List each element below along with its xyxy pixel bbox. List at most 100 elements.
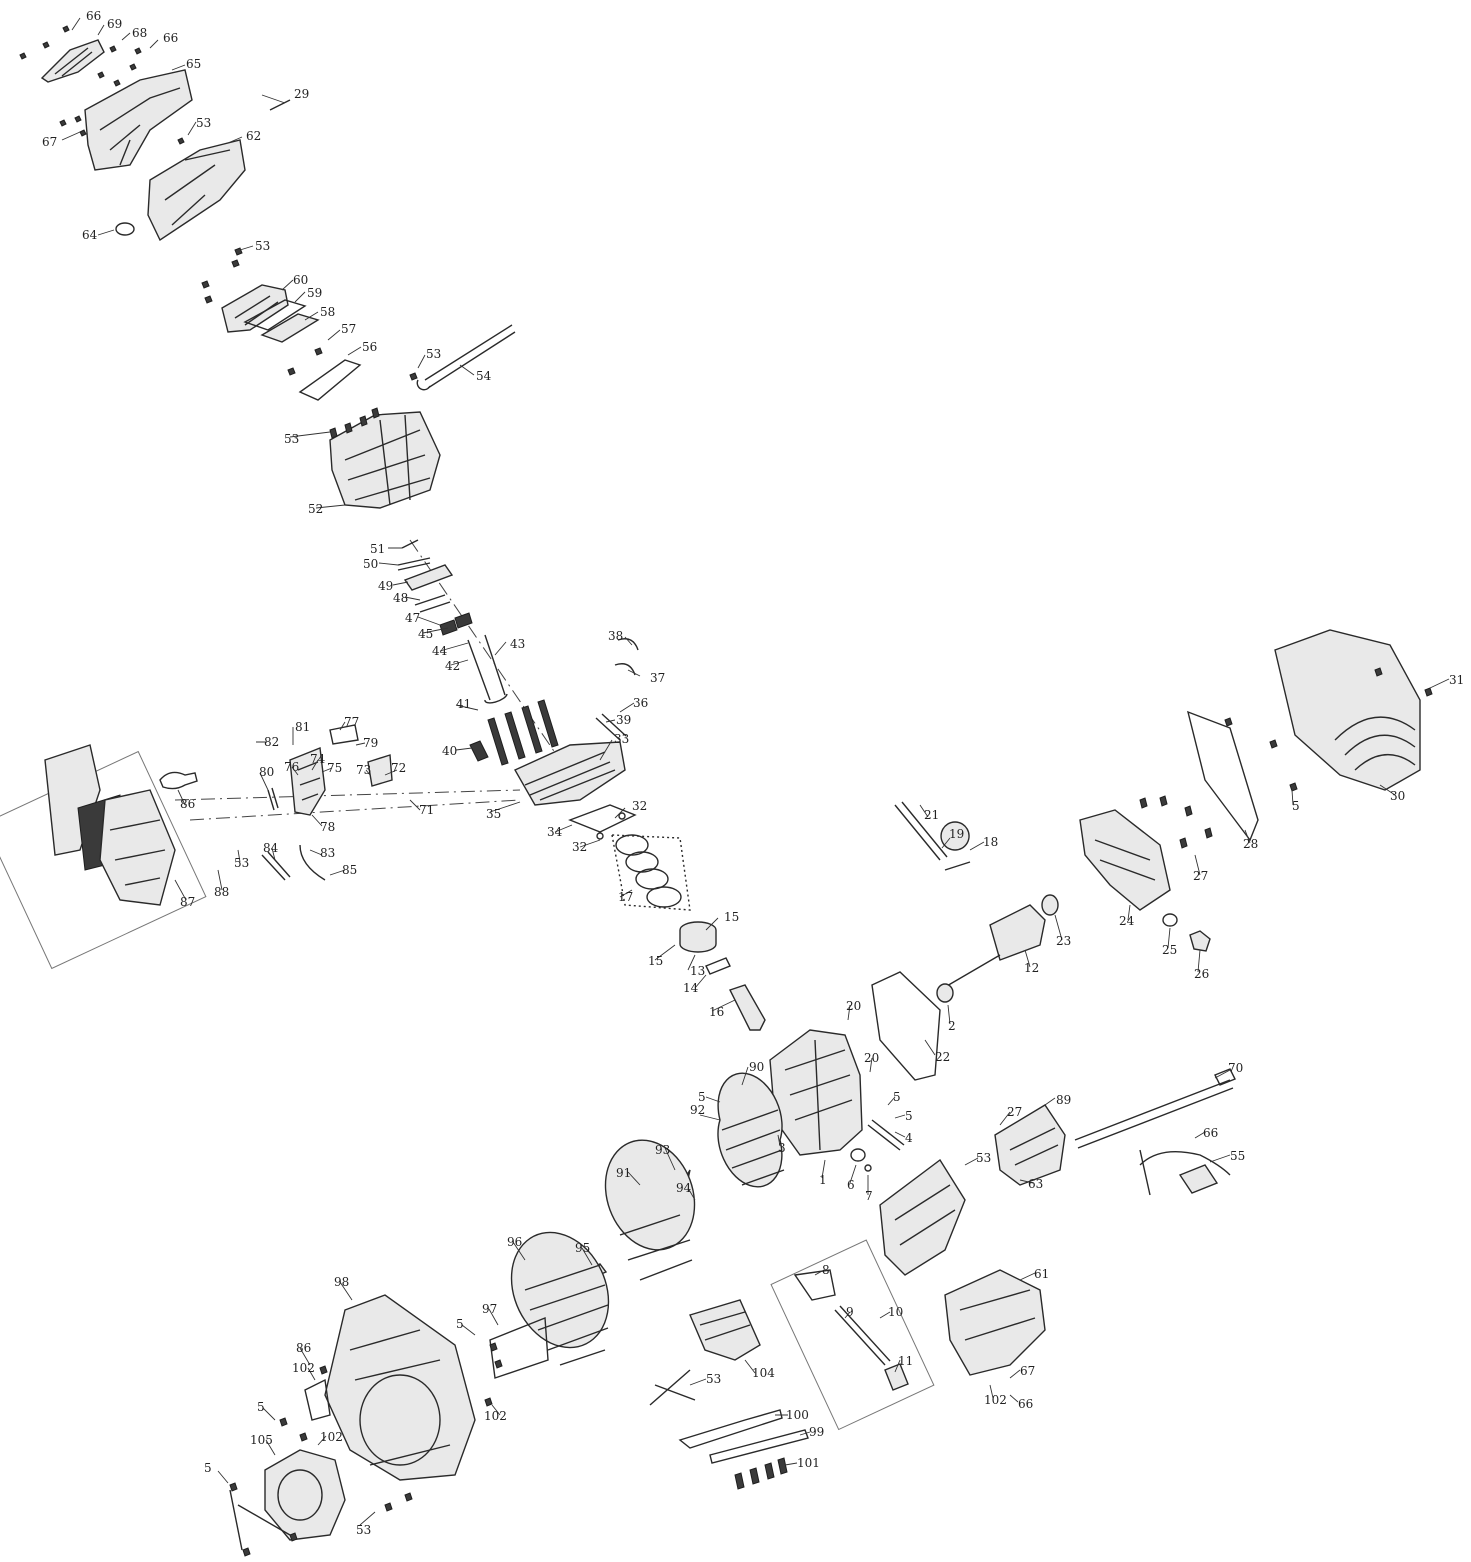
callout-58: 78 (320, 820, 335, 834)
part-74-carburetor (289, 747, 326, 816)
callout-86: 5 (905, 1109, 913, 1123)
callout-77: 19 (949, 827, 964, 841)
callout-100: 70 (1228, 1061, 1243, 1075)
callout-97: 27 (1007, 1105, 1022, 1119)
flywheel-group (489, 1072, 785, 1379)
callout-44: 13 (690, 964, 705, 978)
callout-117: 53 (706, 1372, 721, 1386)
callout-36: 33 (614, 732, 629, 746)
part-37-38-clips (614, 638, 639, 676)
intake-group (0, 724, 393, 970)
part-100-plate (678, 1409, 783, 1449)
callout-113: 102 (984, 1393, 1007, 1407)
cylinder-head-group (514, 741, 637, 840)
callout-60: 53 (234, 856, 249, 870)
part-55-ignition-wire (1139, 1150, 1231, 1176)
callout-56: 80 (259, 765, 274, 779)
part-8-bracket (793, 1269, 836, 1301)
callout-7: 29 (294, 87, 309, 101)
callout-40: 32 (572, 840, 587, 854)
callout-128: 53 (356, 1523, 371, 1537)
callout-4: 66 (163, 31, 178, 45)
part-69-guard (40, 39, 105, 83)
callout-17: 53 (426, 347, 441, 361)
callout-47: 81 (295, 720, 310, 734)
callout-33: 37 (650, 671, 665, 685)
callout-111: 11 (898, 1354, 913, 1368)
callout-68: 5 (1292, 799, 1300, 813)
callout-121: 86 (296, 1341, 311, 1355)
part-17-ring-3 (635, 868, 669, 890)
callout-75: 12 (1024, 961, 1039, 975)
callout-90: 6 (847, 1178, 855, 1192)
part-84-rod (261, 851, 291, 881)
callout-19: 53 (284, 432, 299, 446)
part-30-muffler (1274, 629, 1421, 791)
exhaust-group (1079, 629, 1433, 952)
callout-78: 18 (983, 835, 998, 849)
callout-11: 53 (255, 239, 270, 253)
callout-109: 9 (846, 1305, 854, 1319)
callout-13: 59 (307, 286, 322, 300)
callout-108: 8 (822, 1263, 830, 1277)
part-17-ring-2 (625, 851, 659, 873)
callout-107: 97 (482, 1302, 497, 1316)
callout-55: 72 (391, 761, 406, 775)
callout-106: 5 (456, 1317, 464, 1331)
part-92-stator (717, 1072, 783, 1188)
part-65-cover (84, 69, 193, 171)
part-101-bolts (734, 1457, 788, 1490)
callout-118: 100 (786, 1408, 809, 1422)
callout-115: 66 (1018, 1397, 1033, 1411)
part-1-crankcase (769, 1029, 863, 1156)
callout-6: 67 (42, 135, 57, 149)
part-33-cylinder-head (514, 741, 626, 806)
callout-93: 93 (655, 1143, 670, 1157)
callout-125: 102 (320, 1430, 343, 1444)
callout-102: 55 (1230, 1149, 1245, 1163)
callout-123: 5 (257, 1400, 265, 1414)
callout-74: 23 (1056, 934, 1071, 948)
crank-group (871, 801, 1059, 1081)
part-50-shaft (397, 557, 431, 571)
part-58-plate (260, 313, 320, 343)
part-59-gasket (243, 299, 307, 331)
callout-9: 62 (246, 129, 261, 143)
part-24-crankcase-cover (1079, 809, 1171, 911)
leader-lines (61, 17, 1450, 1526)
callout-89: 1 (819, 1173, 827, 1187)
callout-80: 2 (948, 1019, 956, 1033)
callout-94: 94 (676, 1181, 692, 1195)
part-55-ignition-coil (1178, 1164, 1219, 1194)
callout-52: 76 (284, 760, 299, 774)
part-62-shroud (147, 139, 246, 242)
base-plate-group (649, 1299, 809, 1490)
part-17-ring-4 (646, 886, 682, 908)
callout-12: 60 (293, 273, 308, 287)
callout-29: 42 (445, 659, 460, 673)
part-7-plug (864, 1164, 872, 1172)
assembly-axis-main (174, 789, 521, 801)
callout-57: 71 (419, 803, 434, 817)
part-105-recoil-starter (264, 1449, 346, 1541)
callout-labels: 66 69 68 66 65 67 29 53 62 64 53 60 59 5… (42, 9, 1464, 1537)
fan-housing-group (229, 1294, 503, 1557)
callout-21: 51 (370, 542, 385, 556)
fuel-group-frame (770, 1239, 935, 1431)
callout-64: 88 (214, 885, 229, 899)
valve-train-group (397, 539, 639, 766)
part-70-cable (1074, 1068, 1236, 1149)
callout-119: 99 (809, 1425, 824, 1439)
callout-59: 86 (180, 797, 195, 811)
callout-104: 95 (575, 1241, 590, 1255)
part-41-studs (487, 699, 559, 766)
callout-88: 3 (778, 1141, 786, 1155)
part-40-spark-plug (469, 740, 489, 762)
part-96-fan (510, 1231, 610, 1349)
callout-122: 102 (292, 1361, 315, 1375)
part-73-spacer (367, 754, 393, 787)
callout-72: 25 (1162, 943, 1177, 957)
callout-105: 98 (334, 1275, 349, 1289)
part-11-valve (884, 1363, 909, 1391)
